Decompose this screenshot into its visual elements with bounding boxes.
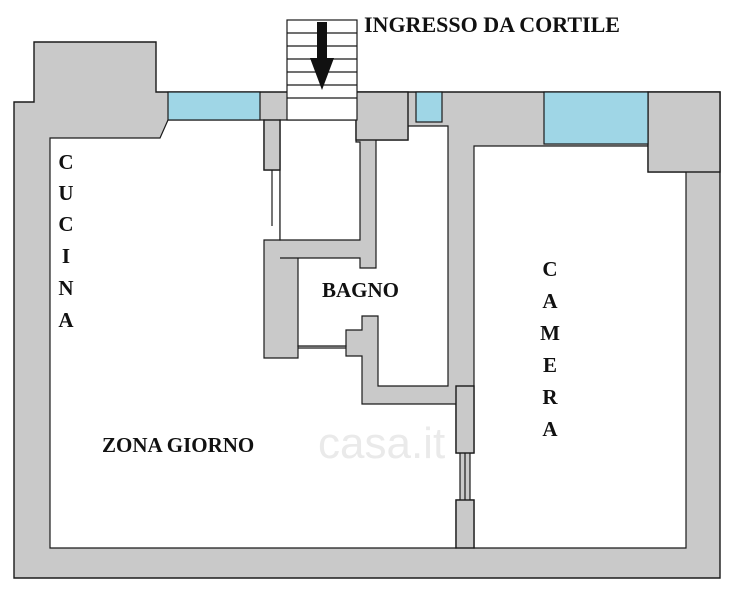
kitchen-label: C U C I N A [58, 150, 74, 332]
bathroom-label: BAGNO [322, 278, 399, 302]
entrance-arrow-icon [310, 22, 334, 90]
watermark: casa.it [318, 419, 445, 468]
kitchen-letter: I [62, 244, 70, 268]
bedroom-floor [469, 145, 687, 549]
living-label: ZONA GIORNO [102, 433, 254, 457]
kitchen-letter: A [58, 308, 74, 332]
kitchen-letter: N [58, 276, 73, 300]
window-bedroom [543, 91, 649, 145]
pier-corner-right [647, 91, 721, 173]
kitchen-letter: C [58, 212, 73, 236]
window-bath [415, 91, 443, 123]
window-kitchen [167, 91, 261, 121]
pier-door-right [455, 385, 475, 454]
pier-left [263, 119, 281, 171]
bedroom-letter: C [542, 257, 557, 281]
bedroom-letter: R [542, 385, 558, 409]
bedroom-label: C A M E R A [540, 257, 560, 441]
bedroom-letter: A [542, 289, 558, 313]
kitchen-letter: U [58, 181, 73, 205]
corridor-floor [279, 119, 361, 241]
entrance-label: INGRESSO DA CORTILE [364, 12, 620, 37]
bathroom-floor [280, 125, 449, 387]
bedroom-letter: A [542, 417, 558, 441]
bedroom-letter: M [540, 321, 560, 345]
pier-bath-top [355, 91, 409, 141]
pier-door-bottom [455, 499, 475, 549]
kitchen-letter: C [58, 150, 73, 174]
bedroom-letter: E [543, 353, 557, 377]
